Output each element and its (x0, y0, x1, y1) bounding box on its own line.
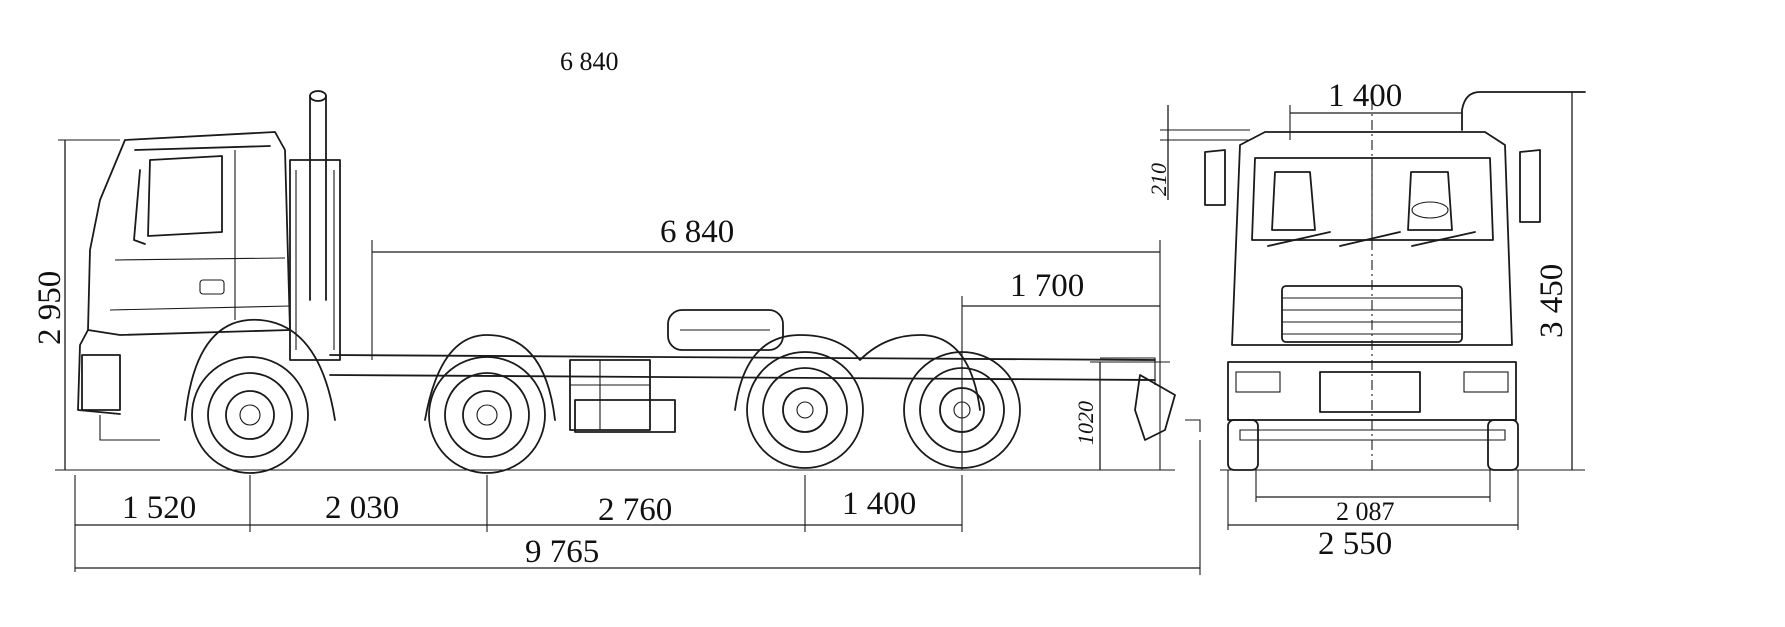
front-fender-1 (184, 318, 336, 421)
wheelbase-3-label: 1 400 (842, 486, 916, 522)
rear-fender (734, 334, 981, 411)
rear-section-label: 1 700 (1010, 268, 1084, 304)
front-bumper (1227, 361, 1517, 421)
front-left-tire (1227, 419, 1259, 471)
left-mirror (1204, 149, 1226, 206)
front-view: 1 400 210 3 450 2 087 2 550 (1146, 78, 1586, 562)
fuel-tank (667, 309, 784, 351)
frame-length-label: 6 840 (660, 214, 734, 250)
wheel-axle-2 (428, 356, 546, 474)
total-height-label: 3 450 (1534, 264, 1570, 338)
total-width-label: 2 550 (1318, 526, 1392, 562)
side-view: 6 840 2 950 6 840 1 700 1020 1 520 2 030… (32, 47, 1201, 575)
rear-hitch (1134, 374, 1201, 441)
front-cab (1204, 131, 1541, 441)
height-label: 2 950 (32, 271, 68, 345)
total-length-label: 9 765 (525, 534, 599, 570)
battery-box (569, 359, 676, 433)
top-width-label: 1 400 (1328, 78, 1402, 114)
front-fender-2 (424, 334, 556, 421)
wheel-axle-1 (191, 356, 309, 474)
frame-height-label: 1020 (1073, 401, 1098, 445)
wheelbase-1-label: 2 030 (325, 490, 399, 526)
plate-area (1319, 371, 1421, 413)
front-exhaust (1461, 91, 1586, 131)
front-right-tire (1487, 419, 1519, 471)
top-label: 6 840 (560, 47, 619, 76)
cab-window (147, 155, 223, 237)
windshield (1251, 157, 1494, 241)
wheel-axle-3 (746, 351, 864, 469)
wheelbase-2-label: 2 760 (598, 492, 672, 528)
right-mirror (1519, 149, 1541, 223)
front-overhang-label: 1 520 (122, 490, 196, 526)
cab (77, 131, 291, 441)
track-label: 2 087 (1336, 497, 1395, 526)
exhaust-offset-label: 210 (1146, 163, 1171, 196)
exhaust-stack (289, 90, 341, 361)
